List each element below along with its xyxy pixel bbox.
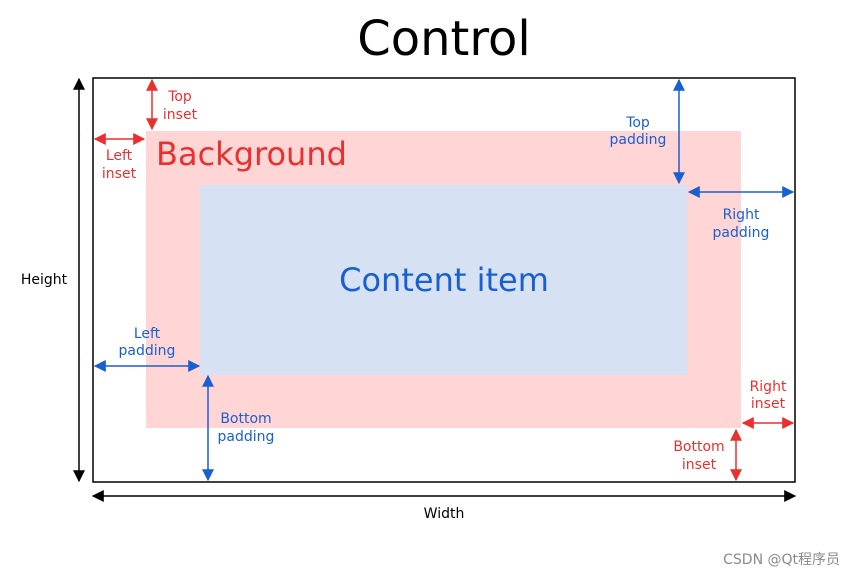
diagram-title: Control xyxy=(357,11,531,67)
right-padding-label-line1: Right xyxy=(723,207,760,223)
top-inset-label-line1: Top xyxy=(167,89,192,105)
content-item-rect xyxy=(200,185,687,375)
top-padding-label-line1: Top xyxy=(625,115,650,131)
left-padding-label-line1: Left xyxy=(134,326,161,342)
top-inset-label-line2: inset xyxy=(163,107,198,123)
top-padding-label-line2: padding xyxy=(610,132,667,148)
background-label: Background xyxy=(156,135,347,173)
content-item-label: Content item xyxy=(339,261,549,299)
watermark-text: CSDN @Qt程序员 xyxy=(723,552,840,568)
bottom-padding-label-line1: Bottom xyxy=(220,411,271,427)
right-padding-label-line2: padding xyxy=(713,225,770,241)
right-inset-label-line1: Right xyxy=(750,379,787,395)
bottom-inset-label-line2: inset xyxy=(682,457,717,473)
width-label: Width xyxy=(424,506,465,522)
left-inset-label-line1: Left xyxy=(106,148,133,164)
control-frame xyxy=(92,77,796,483)
left-padding-label-line2: padding xyxy=(119,343,176,359)
bottom-inset-label-line1: Bottom xyxy=(673,439,724,455)
bottom-padding-label-line2: padding xyxy=(218,429,275,445)
height-label: Height xyxy=(21,272,68,288)
left-inset-label-line2: inset xyxy=(102,166,137,182)
right-inset-label-line2: inset xyxy=(751,396,786,412)
